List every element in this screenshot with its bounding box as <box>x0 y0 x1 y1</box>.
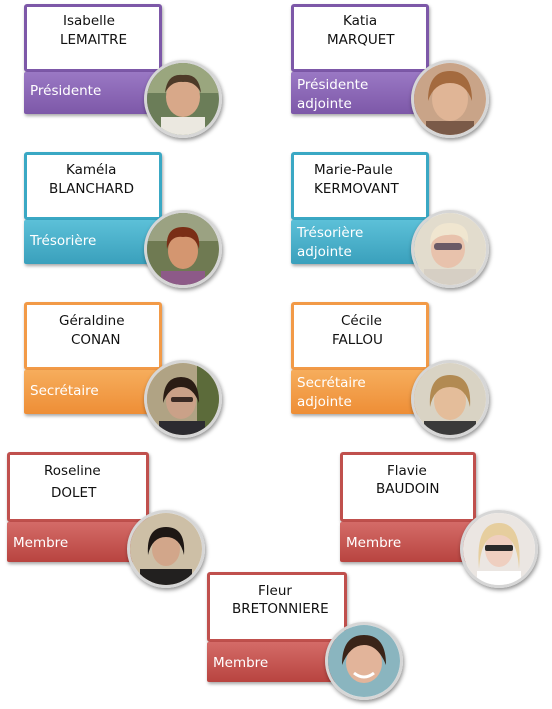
member-photo <box>144 60 222 138</box>
member-role: Trésorière <box>297 225 364 241</box>
member-card: Katia MARQUET Présidente adjointe <box>291 4 491 144</box>
member-name-box: Kaméla BLANCHARD <box>24 152 162 220</box>
member-first-name: Kaméla <box>66 162 117 178</box>
member-last-name: BLANCHARD <box>49 181 135 197</box>
member-last-name: LEMAITRE <box>60 32 128 48</box>
member-card: Roseline DOLET Membre <box>7 452 217 592</box>
member-first-name: Marie-Paule <box>314 162 393 178</box>
member-role: Présidente <box>30 83 102 99</box>
member-role-bar: Présidente adjointe <box>291 72 429 122</box>
member-first-name: Isabelle <box>63 13 115 29</box>
member-card: Isabelle LEMAITRE Présidente <box>24 4 224 144</box>
member-photo <box>144 210 222 288</box>
member-last-name: CONAN <box>71 332 121 348</box>
member-card: Fleur BRETONNIERE Membre <box>207 572 417 709</box>
member-role: Membre <box>213 655 269 671</box>
member-role: Secrétaire <box>297 375 366 391</box>
member-name-box: Géraldine CONAN <box>24 302 162 370</box>
member-photo <box>411 60 489 138</box>
member-role-suffix: adjointe <box>297 394 352 410</box>
member-role-bar: Trésorière adjointe <box>291 220 429 272</box>
member-role-suffix: adjointe <box>297 244 352 260</box>
member-card: Cécile FALLOU Secrétaire adjointe <box>291 302 491 442</box>
member-card: Géraldine CONAN Secrétaire <box>24 302 224 442</box>
member-role-bar: Secrétaire adjointe <box>291 370 429 422</box>
member-last-name: FALLOU <box>332 332 383 348</box>
member-role: Trésorière <box>30 233 97 249</box>
member-photo <box>144 360 222 438</box>
member-name-box: Fleur BRETONNIERE <box>207 572 347 642</box>
member-last-name: MARQUET <box>327 32 395 48</box>
member-name-box: Isabelle LEMAITRE <box>24 4 162 72</box>
member-name-box: Katia MARQUET <box>291 4 429 72</box>
member-last-name: DOLET <box>51 485 97 501</box>
member-first-name: Fleur <box>258 583 292 599</box>
member-photo <box>460 510 538 588</box>
member-last-name: BRETONNIERE <box>232 601 329 617</box>
member-role: Présidente <box>297 77 369 93</box>
member-role-bar: Secrétaire <box>24 370 162 422</box>
member-first-name: Géraldine <box>59 313 125 329</box>
member-role: Membre <box>13 535 69 551</box>
member-photo <box>411 360 489 438</box>
member-card: Kaméla BLANCHARD Trésorière <box>24 152 224 292</box>
member-name-box: Roseline DOLET <box>7 452 149 522</box>
member-photo <box>127 510 205 588</box>
member-role-bar: Membre <box>340 522 476 570</box>
member-role: Membre <box>346 535 402 551</box>
member-first-name: Flavie <box>387 463 427 479</box>
member-role-bar: Membre <box>207 642 347 690</box>
member-name-box: Marie-Paule KERMOVANT <box>291 152 429 220</box>
member-role: Secrétaire <box>30 383 99 399</box>
member-last-name: BAUDOIN <box>376 481 440 497</box>
member-name-box: Flavie BAUDOIN <box>340 452 476 522</box>
member-role-suffix: adjointe <box>297 96 352 112</box>
member-first-name: Roseline <box>44 463 101 479</box>
member-first-name: Cécile <box>341 313 382 329</box>
member-role-bar: Trésorière <box>24 220 162 272</box>
member-photo <box>325 622 403 700</box>
member-card: Marie-Paule KERMOVANT Trésorière adjoint… <box>291 152 491 292</box>
member-role-bar: Présidente <box>24 72 162 122</box>
member-last-name: KERMOVANT <box>314 181 399 197</box>
member-photo <box>411 210 489 288</box>
member-name-box: Cécile FALLOU <box>291 302 429 370</box>
member-first-name: Katia <box>343 13 378 29</box>
member-card: Flavie BAUDOIN Membre <box>340 452 550 592</box>
